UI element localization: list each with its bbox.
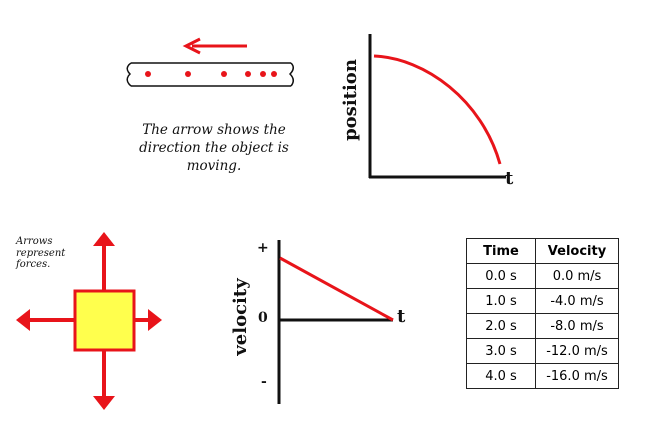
header-time: Time <box>466 238 536 264</box>
velocity-table: Time Velocity 0.0 s 0.0 m/s 1.0 s -4.0 m… <box>466 238 619 389</box>
caption-line: moving. <box>186 158 242 174</box>
table-row: 0.0 s 0.0 m/s <box>466 263 619 289</box>
table-row: 4.0 s -16.0 m/s <box>466 363 619 389</box>
motion-dot <box>260 71 266 77</box>
time-cell: 3.0 s <box>466 338 536 364</box>
velocity-minus-label: - <box>261 374 267 390</box>
table-row: 1.0 s -4.0 m/s <box>466 288 619 314</box>
force-arrow-left-head <box>16 309 30 331</box>
direction-arrow <box>182 37 247 55</box>
motion-strip <box>126 62 294 87</box>
motion-dot <box>185 71 191 77</box>
forces-note-line: Arrows <box>16 236 53 247</box>
force-arrow-up-head <box>93 232 115 246</box>
velocity-cell: -4.0 m/s <box>535 288 619 314</box>
motion-dots <box>145 71 277 77</box>
velocity-axis-label: velocity <box>230 278 251 356</box>
force-arrow-down-head <box>93 396 115 410</box>
time-cell: 4.0 s <box>466 363 536 389</box>
velocity-cell: -12.0 m/s <box>535 338 619 364</box>
forces-note-line: represent <box>16 247 66 259</box>
forces-note: Arrows represent forces. <box>16 236 65 271</box>
table-header-row: Time Velocity <box>466 238 619 264</box>
motion-dot <box>221 71 227 77</box>
force-arrow-right-head <box>148 309 162 331</box>
header-velocity: Velocity <box>535 238 619 264</box>
velocity-cell: 0.0 m/s <box>535 263 619 289</box>
velocity-t-label: t <box>397 306 406 327</box>
time-cell: 0.0 s <box>466 263 536 289</box>
velocity-plus-label: + <box>257 240 269 256</box>
position-curve <box>373 54 502 165</box>
motion-dot <box>245 71 251 77</box>
force-object-box <box>73 289 136 352</box>
forces-note-line: forces. <box>16 259 51 270</box>
position-graph-axes <box>368 34 506 179</box>
velocity-cell: -8.0 m/s <box>535 313 619 339</box>
velocity-graph-axes <box>277 240 393 404</box>
table-row: 2.0 s -8.0 m/s <box>466 313 619 339</box>
motion-dot <box>145 71 151 77</box>
position-axis-label: position <box>340 59 361 141</box>
time-cell: 2.0 s <box>466 313 536 339</box>
caption-line: The arrow shows the <box>142 122 286 138</box>
time-cell: 1.0 s <box>466 288 536 314</box>
caption-line: direction the object is <box>139 140 289 156</box>
velocity-cell: -16.0 m/s <box>535 363 619 389</box>
velocity-zero-label: 0 <box>258 310 268 326</box>
position-t-label: t <box>505 168 514 189</box>
velocity-line <box>279 256 394 322</box>
motion-dot <box>271 71 277 77</box>
table-row: 3.0 s -12.0 m/s <box>466 338 619 364</box>
force-arrows <box>16 232 162 410</box>
motion-caption: The arrow shows the direction the object… <box>126 121 302 175</box>
